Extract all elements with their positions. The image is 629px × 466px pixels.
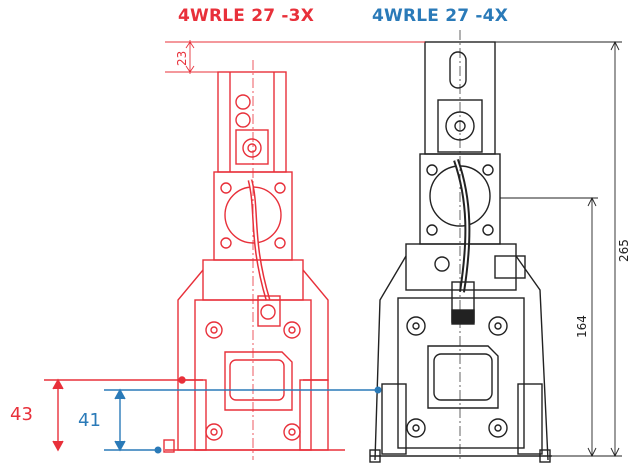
dimension-red-reference — [44, 378, 182, 452]
dim-43-label: 43 — [10, 404, 33, 425]
dim-23-label: 23 — [175, 51, 189, 66]
dimension-blue-reference — [104, 388, 378, 452]
valve-4x-outline — [369, 41, 552, 463]
dim-265-label: 265 — [617, 239, 629, 262]
title-variant-3x: 4WRLE 27 -3X — [178, 6, 315, 26]
dim-41-label: 41 — [78, 410, 101, 431]
dimension-top-offset — [165, 40, 425, 74]
dimension-total-height — [495, 40, 622, 458]
title-variant-4x: 4WRLE 27 -4X — [372, 6, 509, 26]
blue-reference-dot — [374, 386, 382, 394]
dim-164-label: 164 — [575, 315, 589, 338]
blue-base-dot — [154, 446, 162, 454]
valve-3x-outline — [163, 71, 345, 453]
dimension-lower-height — [500, 196, 598, 458]
